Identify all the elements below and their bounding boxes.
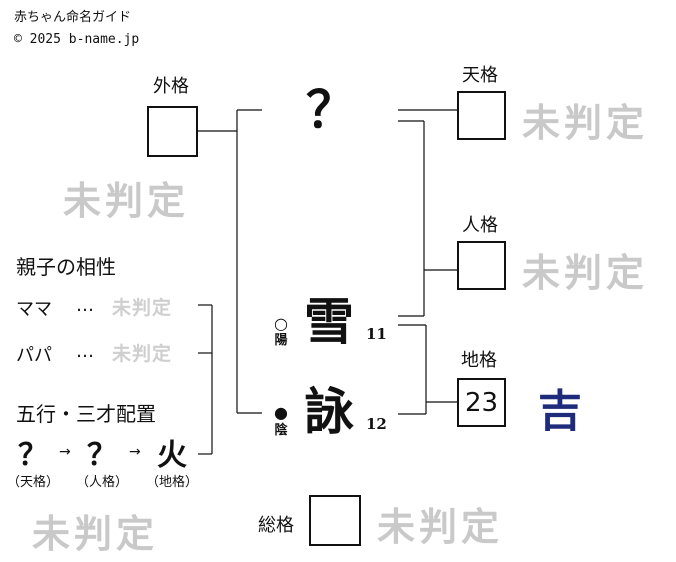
gogyo-label-tenkaku: （天格） — [6, 475, 59, 490]
gogyo-element-tenkaku: ？ — [18, 438, 48, 473]
gogyo-heading: 五行・三才配置 — [16, 402, 156, 426]
gaikaku-result-stamp: 未判定 — [63, 178, 190, 223]
gaikaku-label: 外格 — [153, 76, 189, 97]
gogyo-arrow-2: → — [129, 444, 141, 460]
gogyo-label-chikaku: （地格） — [145, 475, 198, 490]
compat-papa-label: パパ — [16, 345, 52, 366]
yinyang-label-1: 陽 — [274, 333, 288, 348]
compat-mama-dots: … — [76, 295, 94, 316]
tenkaku-result-stamp: 未判定 — [522, 100, 649, 145]
soukaku-result-stamp: 未判定 — [377, 504, 504, 549]
soukaku-box — [309, 495, 361, 546]
yinyang-mark-2: ● — [274, 403, 288, 422]
gaikaku-box — [147, 106, 198, 157]
gogyo-element-chikaku: 火 — [157, 438, 187, 473]
compat-mama-label: ママ — [16, 299, 52, 320]
tenkaku-box — [457, 91, 506, 140]
gogyo-result-stamp: 未判定 — [32, 511, 159, 556]
chikaku-box: 23 — [457, 378, 506, 427]
tenkaku-label: 天格 — [462, 65, 498, 86]
jinkaku-box — [457, 241, 506, 290]
given-char-2: 詠 — [304, 382, 354, 441]
surname-char: ？ — [306, 80, 356, 139]
jinkaku-label: 人格 — [462, 215, 498, 236]
yinyang-label-2: 陰 — [274, 423, 288, 438]
compat-papa-result: 未判定 — [112, 343, 173, 365]
jinkaku-result-stamp: 未判定 — [522, 250, 649, 295]
given-char-1: 雪 — [304, 292, 354, 351]
gogyo-element-jinkaku: ？ — [87, 438, 117, 473]
stroke-count-2: 12 — [366, 415, 387, 433]
app-title: 赤ちゃん命名ガイド — [14, 10, 132, 25]
chikaku-result: 吉 — [538, 386, 582, 437]
chikaku-label: 地格 — [461, 350, 497, 371]
soukaku-label: 総格 — [258, 515, 294, 536]
yinyang-mark-1: ○ — [274, 314, 288, 333]
gogyo-label-jinkaku: （人格） — [75, 475, 128, 490]
compat-heading: 親子の相性 — [16, 255, 116, 279]
gogyo-arrow-1: → — [59, 444, 71, 460]
copyright: © 2025 b-name.jp — [14, 32, 140, 47]
compat-mama-result: 未判定 — [112, 297, 173, 319]
compat-papa-dots: … — [76, 341, 94, 362]
stroke-count-1: 11 — [366, 325, 387, 343]
